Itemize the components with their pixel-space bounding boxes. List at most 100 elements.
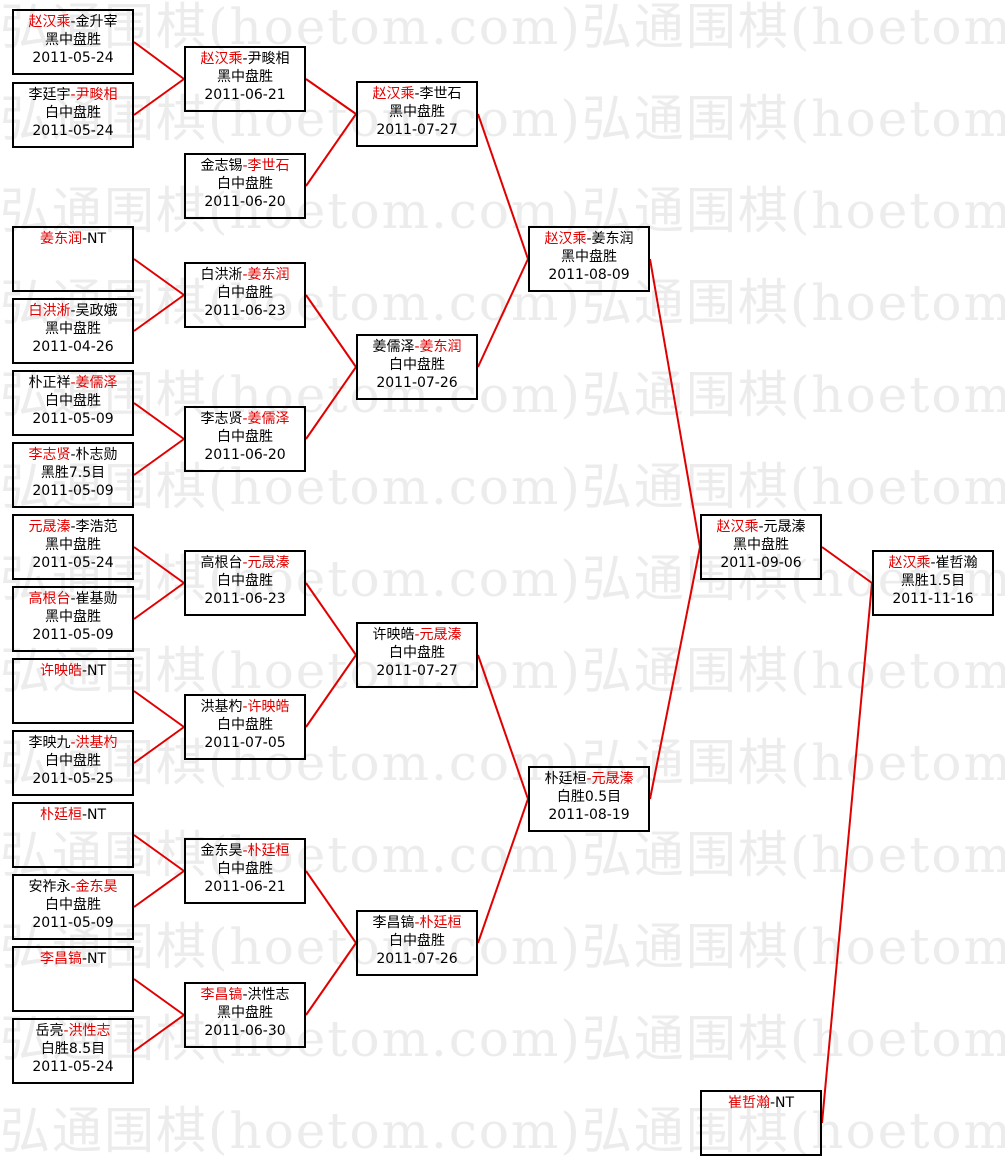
bracket-connector [649, 258, 701, 548]
match-players: 李廷宇-尹畯相 [14, 86, 132, 104]
match-date: 2011-08-09 [548, 267, 630, 283]
match-players: 朴正祥-姜儒泽 [14, 374, 132, 392]
player-b: 姜东润 [591, 231, 634, 247]
players-separator: - [930, 555, 936, 571]
bracket-connector [477, 798, 529, 944]
match-players: 岳亮-洪性志 [14, 1022, 132, 1040]
player-b: 尹畯相 [75, 87, 118, 103]
match-date: 2011-08-19 [548, 807, 630, 823]
player-b: 朴廷桓 [247, 843, 290, 859]
match-date: 2011-05-24 [32, 555, 114, 571]
player-a: 李昌镐 [39, 951, 82, 967]
player-b: 姜儒泽 [75, 375, 118, 391]
bracket-connector [133, 726, 185, 764]
match-result: 黑中盘胜 [45, 537, 101, 553]
match-date: 2011-11-16 [892, 591, 974, 607]
player-a: 姜东润 [39, 231, 82, 247]
player-a: 赵汉乘 [28, 14, 71, 30]
match-date: 2011-05-09 [32, 915, 114, 931]
bracket-connector [133, 834, 185, 872]
player-b: NT [87, 231, 107, 247]
bracket-connector [305, 582, 357, 656]
match-result: 黑中盘胜 [733, 537, 789, 553]
player-b: 李世石 [419, 86, 462, 102]
match-players: 高根台-元晟溱 [186, 554, 304, 572]
player-a: 李昌镐 [372, 915, 415, 931]
match-date: 2011-06-23 [204, 591, 286, 607]
player-a: 朴廷桓 [39, 807, 82, 823]
players-separator: - [242, 51, 248, 67]
match-date: 2011-07-26 [376, 375, 458, 391]
players-separator: - [414, 86, 420, 102]
players-separator: - [70, 519, 76, 535]
match-result: 黑中盘胜 [561, 249, 617, 265]
match-date: 2011-06-20 [204, 447, 286, 463]
match-result [14, 824, 132, 842]
match-date [702, 1130, 820, 1148]
match-result: 黑中盘胜 [45, 609, 101, 625]
bracket-connector [133, 1014, 185, 1052]
player-a: 李廷宇 [28, 87, 71, 103]
player-a: 元晟溱 [28, 519, 71, 535]
match-players: 姜儒泽-姜东润 [358, 338, 476, 356]
players-separator: - [70, 375, 76, 391]
bracket-connector [133, 294, 185, 332]
bracket-connector [133, 870, 185, 908]
match-players: 洪基杓-许映皓 [186, 698, 304, 716]
player-b: 金东昊 [75, 879, 118, 895]
players-separator: - [81, 231, 88, 247]
player-b: 洪性志 [68, 1023, 111, 1039]
players-separator: - [242, 987, 248, 1003]
bracket-connector [305, 366, 357, 440]
players-separator: - [63, 1023, 69, 1039]
match-box: 姜东润-NT [12, 226, 134, 292]
player-b: 元晟溱 [247, 555, 290, 571]
match-date [14, 266, 132, 284]
bracket-connector [821, 546, 873, 584]
match-players: 朴廷桓-元晟溱 [530, 770, 648, 788]
players-separator: - [242, 555, 248, 571]
match-players: 白洪淅-姜东润 [186, 266, 304, 284]
bracket-connector [305, 294, 357, 368]
match-players: 李志贤-姜儒泽 [186, 410, 304, 428]
match-date [14, 842, 132, 860]
players-separator: - [70, 303, 76, 319]
bracket-connector [477, 113, 529, 260]
player-a: 金志锡 [200, 158, 243, 174]
bracket-connector [133, 258, 185, 296]
match-date: 2011-07-05 [204, 735, 286, 751]
player-a: 姜儒泽 [372, 339, 415, 355]
player-b: 元晟溱 [419, 627, 462, 643]
players-separator: - [70, 447, 76, 463]
match-result: 白胜8.5目 [40, 1041, 106, 1057]
match-players: 李昌镐-NT [14, 950, 132, 968]
match-players: 赵汉乘-尹畯相 [186, 50, 304, 68]
player-b: 洪基杓 [75, 735, 118, 751]
match-result: 白中盘胜 [217, 573, 273, 589]
player-a: 李昌镐 [200, 987, 243, 1003]
match-result: 黑中盘胜 [45, 321, 101, 337]
match-players: 高根台-崔基勋 [14, 590, 132, 608]
bracket-connector [305, 654, 357, 728]
match-result: 白中盘胜 [45, 393, 101, 409]
match-result [14, 248, 132, 266]
player-b: 元晟溱 [763, 519, 806, 535]
bracket-connector [133, 438, 185, 476]
players-separator: - [242, 158, 248, 174]
match-result: 白中盘胜 [45, 897, 101, 913]
player-b: 元晟溱 [591, 771, 634, 787]
match-box: 李昌镐-NT [12, 946, 134, 1012]
players-separator: - [81, 663, 88, 679]
player-b: 吴政娥 [75, 303, 118, 319]
bracket-connector [133, 546, 185, 584]
